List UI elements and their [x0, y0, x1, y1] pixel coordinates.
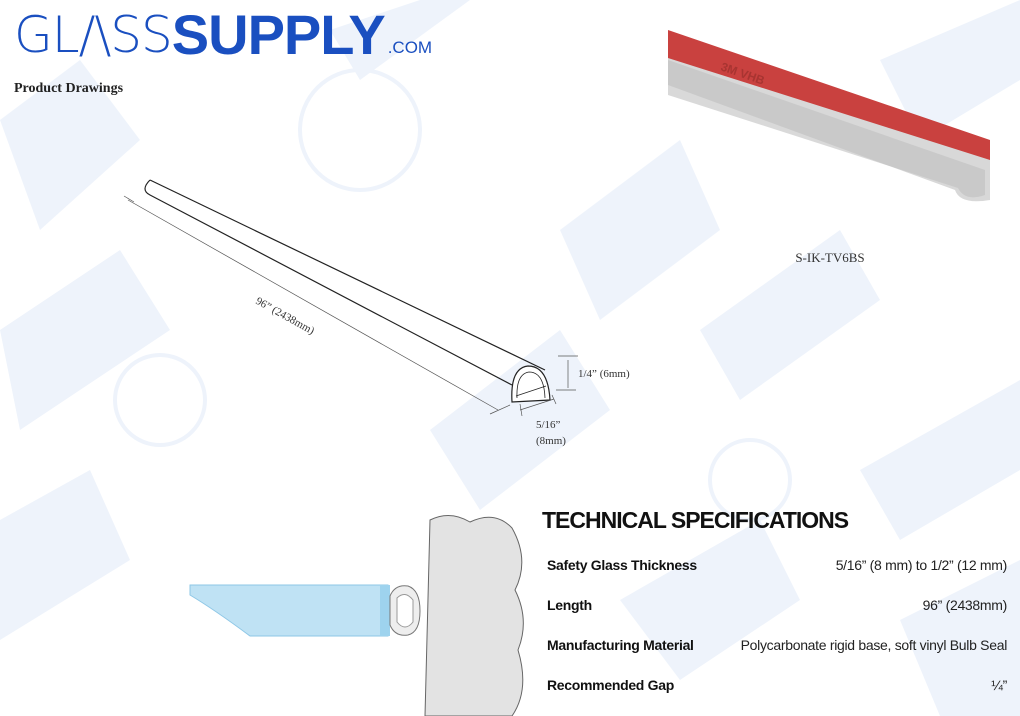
installation-illustration	[189, 515, 524, 716]
spec-row: Recommended Gap ¼”	[537, 674, 1007, 696]
spec-value: 96” (2438mm)	[922, 597, 1008, 613]
product-photo: 3M VHB	[668, 30, 990, 202]
spec-row: Length 96” (2438mm)	[537, 594, 1007, 616]
specs-title: TECHNICAL SPECIFICATIONS	[542, 507, 849, 533]
spec-value: ¼”	[991, 677, 1007, 693]
logo-bold-text: SUPPLY	[171, 3, 386, 66]
width-dimension-label: 5/16”	[536, 419, 561, 431]
logo-thin-text: GL/\SS	[14, 6, 173, 64]
spec-label: Safety Glass Thickness	[547, 557, 697, 573]
height-dimension-label: 1/4” (6mm)	[578, 368, 630, 380]
width-dimension-label-mm: (8mm)	[536, 435, 566, 447]
spec-row: Safety Glass Thickness 5/16” (8 mm) to 1…	[537, 554, 1007, 576]
spec-label: Length	[547, 597, 592, 613]
section-title: Product Drawings	[14, 81, 124, 96]
spec-value: Polycarbonate rigid base, soft vinyl Bul…	[740, 637, 1008, 653]
spec-row: Manufacturing Material Polycarbonate rig…	[537, 634, 1007, 656]
glassupply-logo[interactable]: GL/\SS SUPPLY .COM	[14, 3, 433, 66]
spec-label: Manufacturing Material	[547, 637, 694, 653]
spec-value: 5/16” (8 mm) to 1/2” (12 mm)	[835, 557, 1008, 573]
logo-com-text: .COM	[387, 38, 433, 57]
spec-label: Recommended Gap	[547, 677, 674, 693]
product-sku: S-IK-TV6BS	[795, 250, 865, 265]
